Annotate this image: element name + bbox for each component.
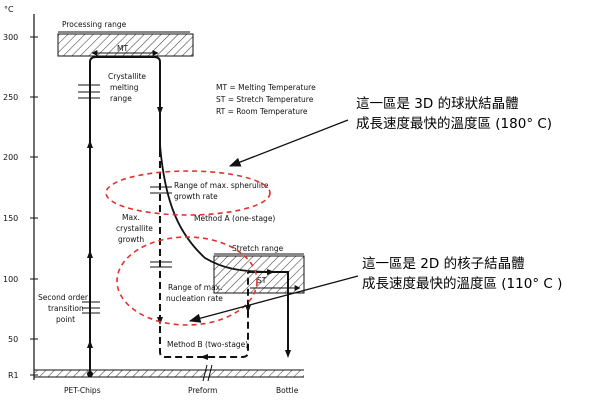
tick-label: R1 — [8, 371, 19, 380]
x-label-bottle: Bottle — [276, 386, 299, 395]
callout-arrow-3d — [228, 119, 349, 167]
stretch-range-band — [213, 255, 305, 294]
room-temperature-band — [34, 370, 304, 377]
spherulite-zone-ellipse — [105, 170, 271, 216]
nucleation-zone-ellipse — [116, 236, 258, 326]
processing-range-label: Processing range — [62, 20, 127, 29]
tick-label: 100 — [3, 275, 18, 284]
st-label: ST — [257, 276, 267, 285]
callout-arrow-2d — [188, 275, 359, 323]
annotation-3d: 這一區是 3D 的球狀結晶體 成長速度最快的溫度區 (180° C) — [356, 96, 553, 132]
legend: MT = Melting Temperature ST = Stretch Te… — [216, 83, 318, 116]
tick-label: 200 — [3, 153, 18, 162]
y-ticks: 300 250 200 150 100 50 R1 — [3, 33, 38, 380]
x-label-pet-chips: PET-Chips — [64, 386, 101, 395]
melt-top — [89, 56, 161, 63]
stretch-range-label: Stretch range — [232, 244, 284, 253]
tick-label: 150 — [3, 214, 18, 223]
method-a-label: Method A (one-stage) — [194, 214, 275, 223]
stretch-path — [248, 271, 289, 355]
max-crystallite-growth-label: Max. crystallite growth — [116, 213, 155, 244]
mt-label: MT — [117, 44, 128, 53]
tick-label: 50 — [8, 335, 18, 344]
tick-label: 300 — [3, 33, 18, 42]
annotation-2d: 這一區是 2D 的核子結晶體 成長速度最快的溫度區 (110° C ) — [362, 256, 563, 292]
tick-label: 250 — [3, 93, 18, 102]
nucleation-range-label: Range of max. nucleation rate — [166, 283, 225, 303]
spherulite-range-label: Range of max. spherulite growth rate — [174, 181, 271, 201]
second-order-label: Second order transition point — [38, 293, 90, 324]
axis-unit: °C — [4, 5, 14, 14]
method-b-label: Method B (two-stage) — [167, 340, 248, 349]
x-label-preform: Preform — [188, 386, 217, 395]
crystallite-melting-label: Crystallite melting range — [108, 72, 148, 103]
